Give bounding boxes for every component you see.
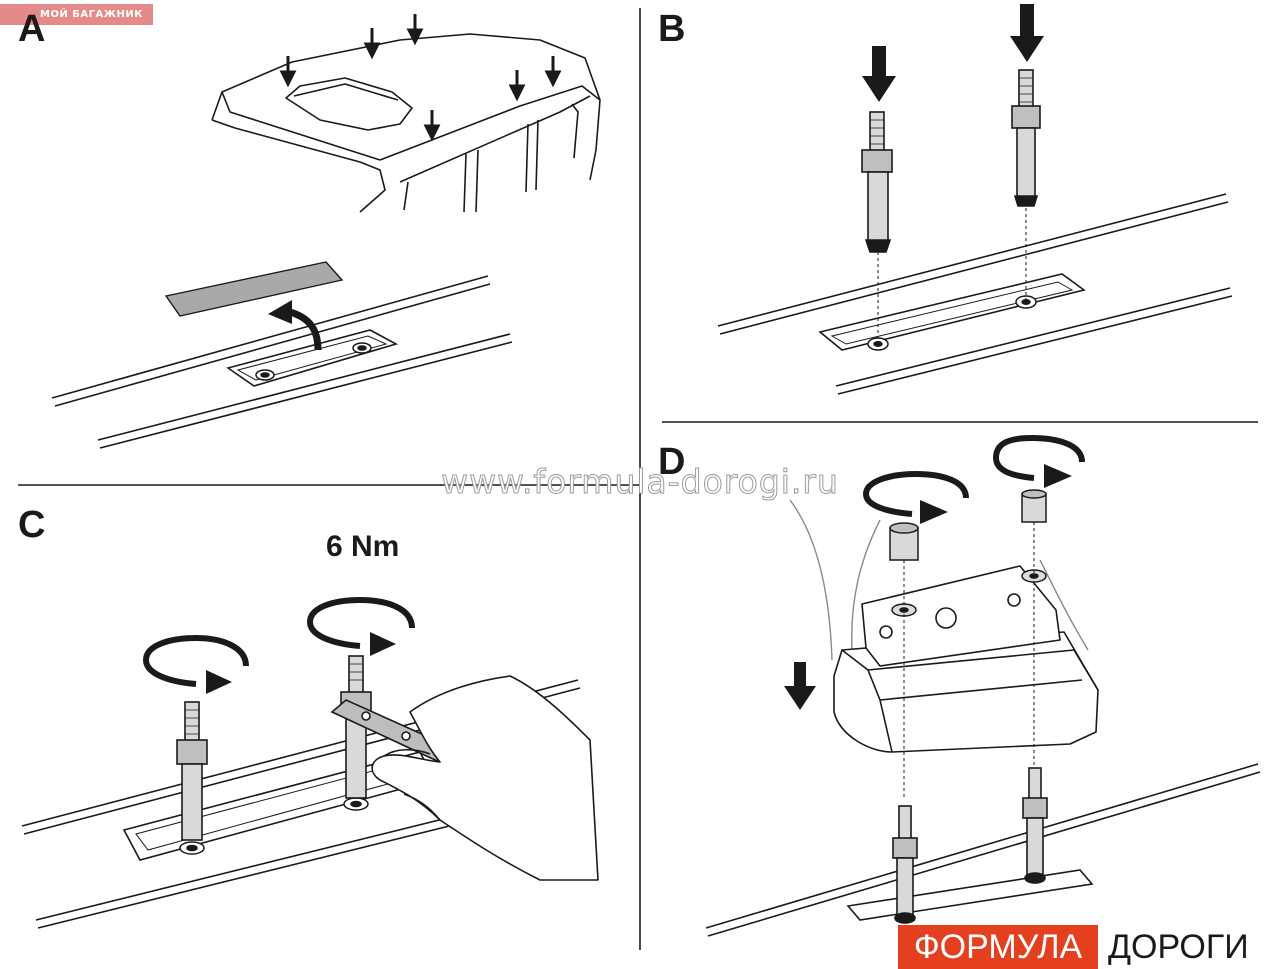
panel-b-stud-right bbox=[1011, 69, 1041, 207]
panel-b-down-arrows bbox=[862, 4, 1044, 102]
panel-d-rail bbox=[705, 763, 1261, 937]
panel-c-stud-right bbox=[340, 655, 372, 799]
panel-b-guides bbox=[877, 208, 1027, 342]
panel-a-mount-arrows bbox=[279, 14, 562, 142]
panel-a-rail bbox=[51, 275, 513, 449]
panel-c-rotate-arrow-right bbox=[306, 596, 415, 656]
panel-d-guides bbox=[903, 522, 1035, 800]
panel-d-rotate-arrow-right bbox=[992, 434, 1085, 488]
panel-a-holes bbox=[255, 342, 372, 381]
panel-c-stud-left bbox=[176, 701, 208, 841]
panel-a-cover-strip bbox=[164, 261, 344, 317]
panel-b-rail bbox=[717, 193, 1233, 395]
panel-b-stud-left bbox=[861, 111, 893, 253]
torque-value: 6 Nm bbox=[326, 530, 400, 563]
panel-d-down-arrow bbox=[784, 662, 816, 710]
panel-a-car-roof bbox=[211, 33, 601, 213]
logo-part-2: ДОРОГИ bbox=[1108, 928, 1249, 966]
panel-b-label: B bbox=[658, 8, 686, 50]
panel-d-foot-housing bbox=[833, 565, 1099, 753]
source-badge: МОЙ БАГАЖНИК bbox=[0, 4, 153, 25]
panel-d-rotate-arrow-left bbox=[862, 470, 969, 524]
panel-c-rotate-arrow-left bbox=[142, 634, 249, 694]
panel-d-studs bbox=[892, 767, 1048, 924]
panel-c-hand bbox=[371, 675, 599, 881]
panel-c-holes bbox=[179, 797, 369, 855]
panel-d-strap bbox=[789, 499, 1089, 661]
panel-d-label: D bbox=[658, 441, 686, 483]
panel-a-label: A bbox=[18, 8, 46, 50]
panel-c-label: C bbox=[18, 504, 46, 546]
panel-d-nuts bbox=[889, 489, 1047, 561]
logo-part-1: ФОРМУЛА bbox=[898, 925, 1098, 969]
panel-a-remove-arrow bbox=[268, 300, 322, 351]
panel-b-holes bbox=[867, 295, 1037, 351]
panel-dividers bbox=[18, 8, 1258, 950]
